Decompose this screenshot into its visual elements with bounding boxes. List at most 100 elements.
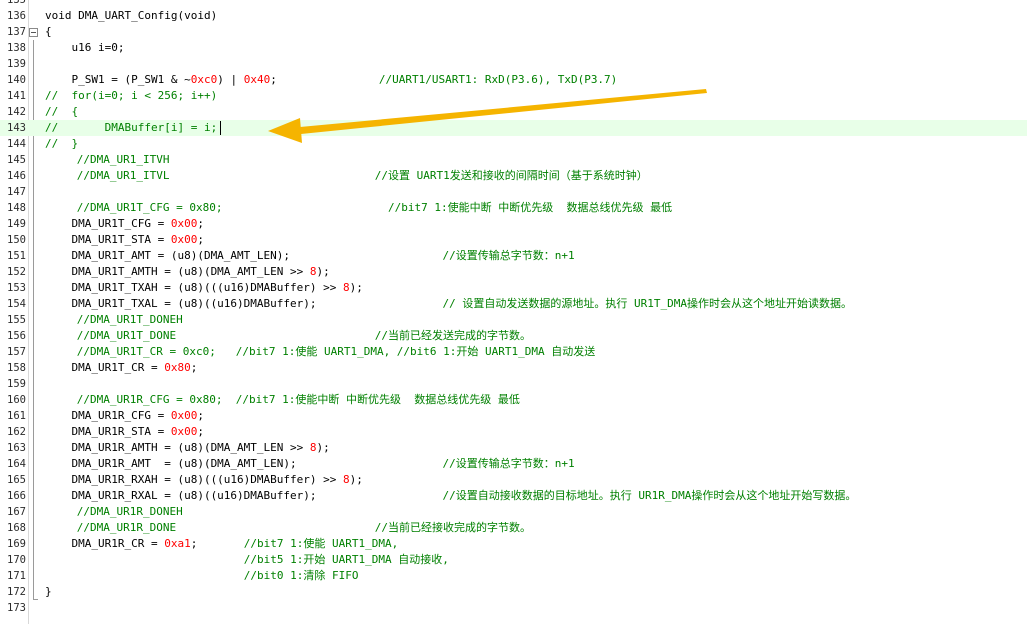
code-line[interactable]: 157 //DMA_UR1T_CR = 0xc0; //bit7 1:使能 UAR… [0, 344, 1027, 360]
code-line[interactable]: 150 DMA_UR1T_STA = 0x00; [0, 232, 1027, 248]
line-number: 171 [7, 570, 26, 582]
code-token: ; [190, 537, 198, 550]
code-line[interactable]: 165 DMA_UR1R_RXAH = (u8)(((u16)DMABuffer… [0, 472, 1027, 488]
code-token: DMA_UR1R_AMTH = (u8)(DMA_AMT_LEN >> [45, 441, 310, 454]
code-comment: //DMA_UR1T_DONE //当前已经发送完成的字节数。 [76, 329, 532, 342]
code-line[interactable]: 173 [0, 600, 1027, 616]
code-line[interactable]: 170//bit5 1:开始 UART1_DMA 自动接收, [0, 552, 1027, 568]
numeric-literal: 0xa1 [164, 537, 191, 550]
code-line[interactable]: 147 [0, 184, 1027, 200]
line-number: 157 [7, 346, 26, 358]
code-line[interactable]: 167//DMA_UR1R_DONEH [0, 504, 1027, 520]
code-line[interactable]: 145//DMA_UR1_ITVH [0, 152, 1027, 168]
code-line[interactable]: 140 P_SW1 = (P_SW1 & ~0xc0) | 0x40;//UAR… [0, 72, 1027, 88]
code-line[interactable]: 148//DMA_UR1T_CFG = 0x80; //bit7 1:使能中断 … [0, 200, 1027, 216]
code-comment: //DMA_UR1T_CR = 0xc0; //bit7 1:使能 UART1_… [76, 345, 596, 358]
line-number: 145 [7, 154, 26, 166]
line-number: 160 [7, 394, 26, 406]
code-line[interactable]: 152 DMA_UR1T_AMTH = (u8)(DMA_AMT_LEN >> … [0, 264, 1027, 280]
code-line[interactable]: 160//DMA_UR1R_CFG = 0x80; //bit7 1:使能中断 … [0, 392, 1027, 408]
line-number: 146 [7, 170, 26, 182]
line-number: 141 [7, 90, 26, 102]
code-text: DMA_UR1T_CFG = 0x00; [45, 216, 204, 232]
code-text: DMA_UR1T_CR = 0x80; [45, 360, 197, 376]
code-line[interactable]: 144// } [0, 136, 1027, 152]
code-line[interactable]: 171 //bit0 1:清除 FIFO [0, 568, 1027, 584]
code-line[interactable]: 151 DMA_UR1T_AMT = (u8)(DMA_AMT_LEN);//设… [0, 248, 1027, 264]
code-text: DMA_UR1R_RXAL = (u8)((u16)DMABuffer); [45, 488, 317, 504]
line-number: 149 [7, 218, 26, 230]
numeric-literal: 0x80 [164, 361, 191, 374]
text-caret [220, 121, 222, 135]
line-number: 172 [7, 586, 26, 598]
code-line[interactable]: 135 [0, 0, 1027, 8]
code-line[interactable]: 164 DMA_UR1R_AMT = (u8)(DMA_AMT_LEN);//设… [0, 456, 1027, 472]
code-line[interactable]: 172} [0, 584, 1027, 600]
code-line[interactable]: 149 DMA_UR1T_CFG = 0x00; [0, 216, 1027, 232]
numeric-literal: 8 [309, 441, 317, 454]
line-number: 170 [7, 554, 26, 566]
line-number: 165 [7, 474, 26, 486]
code-line[interactable]: 158 DMA_UR1T_CR = 0x80; [0, 360, 1027, 376]
code-line[interactable]: 154 DMA_UR1T_TXAL = (u8)((u16)DMABuffer)… [0, 296, 1027, 312]
numeric-literal: 8 [309, 265, 317, 278]
code-token: { [45, 25, 52, 38]
code-line[interactable]: 166 DMA_UR1R_RXAL = (u8)((u16)DMABuffer)… [0, 488, 1027, 504]
code-text: DMA_UR1R_AMT = (u8)(DMA_AMT_LEN); [45, 456, 296, 472]
code-comment: //bit7 1:使能 UART1_DMA, [243, 537, 399, 550]
code-comment: // DMABuffer[i] = i; [45, 121, 218, 134]
code-line[interactable]: 138 u16 i=0; [0, 40, 1027, 56]
code-token: ; [197, 217, 204, 230]
code-line[interactable]: 143// DMABuffer[i] = i; [0, 120, 1027, 136]
code-token: ); [316, 265, 330, 278]
fold-end-marker [33, 599, 38, 600]
code-comment: //DMA_UR1R_DONEH [76, 505, 183, 518]
code-comment: //bit0 1:清除 FIFO [243, 569, 359, 582]
numeric-literal: 0x00 [170, 217, 198, 230]
code-text: DMA_UR1T_AMT = (u8)(DMA_AMT_LEN); [45, 248, 290, 264]
code-line[interactable]: 137{ [0, 24, 1027, 40]
fold-collapse-icon[interactable] [29, 28, 38, 37]
code-line[interactable]: 142// { [0, 104, 1027, 120]
code-line[interactable]: 139 [0, 56, 1027, 72]
code-token: ); [349, 473, 363, 486]
line-number: 144 [7, 138, 26, 150]
code-line[interactable]: 155//DMA_UR1T_DONEH [0, 312, 1027, 328]
code-token: DMA_UR1T_AMTH = (u8)(DMA_AMT_LEN >> [45, 265, 310, 278]
code-line[interactable]: 162 DMA_UR1R_STA = 0x00; [0, 424, 1027, 440]
line-number: 138 [7, 42, 26, 54]
code-line[interactable]: 163 DMA_UR1R_AMTH = (u8)(DMA_AMT_LEN >> … [0, 440, 1027, 456]
code-token: void DMA_UART_Config(void) [45, 9, 218, 22]
code-comment: //UART1/USART1: RxD(P3.6), TxD(P3.7) [378, 73, 618, 86]
code-text: void DMA_UART_Config(void) [45, 8, 217, 24]
code-text: } [45, 584, 52, 600]
line-number: 154 [7, 298, 26, 310]
code-line[interactable]: 153 DMA_UR1T_TXAH = (u8)(((u16)DMABuffer… [0, 280, 1027, 296]
line-number: 136 [7, 10, 26, 22]
code-line[interactable]: 169 DMA_UR1R_CR = 0xa1;//bit7 1:使能 UART1… [0, 536, 1027, 552]
code-token: ); [349, 281, 363, 294]
code-line[interactable]: 141// for(i=0; i < 256; i++) [0, 88, 1027, 104]
numeric-literal: 0x40 [243, 73, 271, 86]
fold-margin [28, 0, 40, 624]
code-token: ; [270, 73, 277, 86]
code-line[interactable]: 136 void DMA_UART_Config(void) [0, 8, 1027, 24]
code-token: ; [197, 233, 204, 246]
code-line[interactable]: 168//DMA_UR1R_DONE //当前已经接收完成的字节数。 [0, 520, 1027, 536]
line-number: 155 [7, 314, 26, 326]
code-comment: //设置传输总字节数：n+1 [442, 457, 575, 470]
code-line[interactable]: 156 //DMA_UR1T_DONE //当前已经发送完成的字节数。 [0, 328, 1027, 344]
code-line[interactable]: 146//DMA_UR1_ITVL //设置 UART1发送和接收的间隔时间（基… [0, 168, 1027, 184]
code-line[interactable]: 161 DMA_UR1R_CFG = 0x00; [0, 408, 1027, 424]
code-text: DMA_UR1R_CFG = 0x00; [45, 408, 203, 424]
code-token: DMA_UR1R_RXAL = (u8)((u16)DMABuffer); [45, 489, 317, 502]
code-token: DMA_UR1T_CFG = [45, 217, 171, 230]
code-comment: //DMA_UR1R_DONE //当前已经接收完成的字节数。 [76, 521, 532, 534]
code-line[interactable]: 159 [0, 376, 1027, 392]
code-text: DMA_UR1T_AMTH = (u8)(DMA_AMT_LEN >> 8); [45, 264, 330, 280]
code-text: DMA_UR1R_CR = 0xa1; [45, 536, 197, 552]
code-token: DMA_UR1R_RXAH = (u8)(((u16)DMABuffer) >> [45, 473, 344, 486]
line-number: 156 [7, 330, 26, 342]
